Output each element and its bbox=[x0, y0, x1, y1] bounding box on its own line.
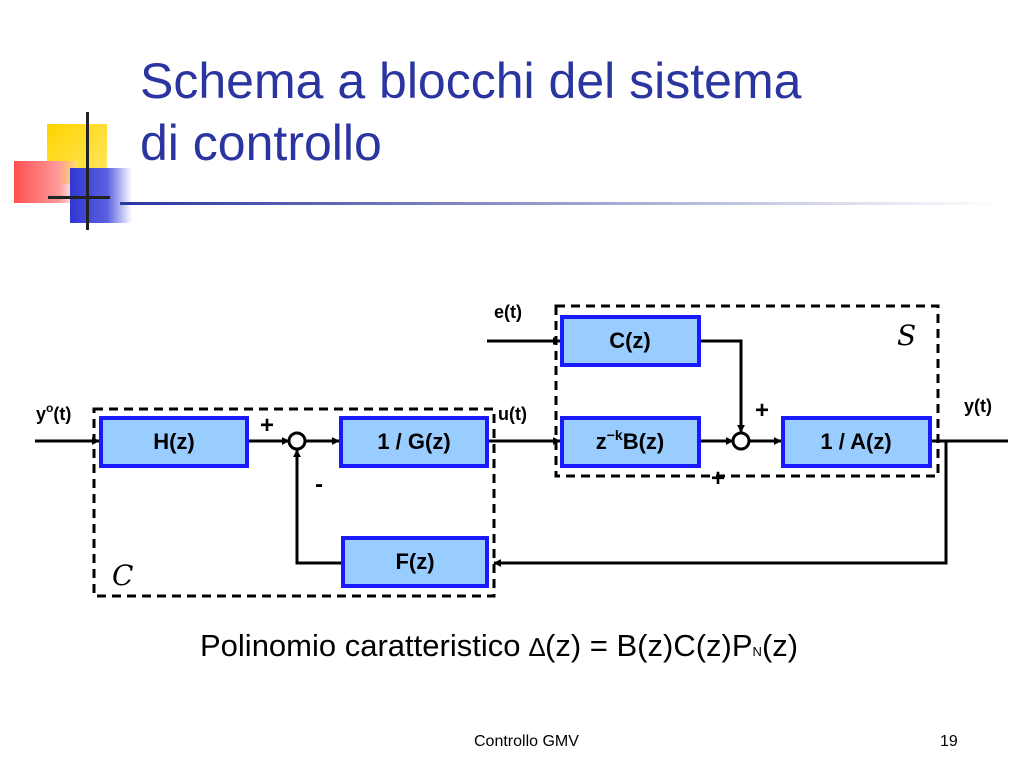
block-inv-a-label: 1 / A(z) bbox=[820, 429, 891, 454]
summing-junction-2 bbox=[731, 431, 751, 451]
footer-title: Controllo GMV bbox=[474, 733, 579, 750]
block-inv-g-label: 1 / G(z) bbox=[377, 429, 450, 454]
decor-blue-square bbox=[70, 168, 132, 223]
decor-horizontal-line bbox=[48, 196, 110, 199]
block-inv-a: 1 / A(z) bbox=[781, 416, 932, 468]
formula-lhs-arg: (z) = bbox=[545, 628, 617, 663]
block-diagram: H(z) 1 / G(z) C(z) z−kB(z) 1 / A(z) F(z)… bbox=[35, 302, 1008, 598]
signal-wires bbox=[35, 337, 1008, 567]
title-underline bbox=[120, 202, 1000, 205]
block-h: H(z) bbox=[99, 416, 249, 468]
formula-rhs-main: B(z)C(z)P bbox=[616, 628, 753, 663]
title-line-1: Schema a blocchi del sistema bbox=[140, 53, 802, 109]
sum1-plus-sign: + bbox=[260, 412, 274, 439]
block-f: F(z) bbox=[341, 536, 489, 588]
delta-symbol: ∆ bbox=[529, 632, 546, 662]
block-c-label: C(z) bbox=[609, 328, 651, 353]
formula-label: Polinomio caratteristico bbox=[200, 628, 521, 663]
system-group-label: S bbox=[897, 319, 916, 352]
formula-rhs-subscript: N bbox=[752, 644, 762, 659]
summing-junction-1 bbox=[287, 431, 307, 451]
title-line-2: di controllo bbox=[140, 115, 382, 171]
block-zkb: z−kB(z) bbox=[560, 416, 701, 468]
block-f-label: F(z) bbox=[395, 549, 434, 574]
block-zkb-label: z−kB(z) bbox=[596, 427, 665, 454]
signal-disturbance-label: e(t) bbox=[494, 302, 522, 322]
signal-reference-label: yo(t) bbox=[36, 401, 71, 424]
block-h-label: H(z) bbox=[153, 429, 195, 454]
system-group-box bbox=[554, 304, 940, 478]
sum2-top-plus-sign: + bbox=[755, 397, 769, 424]
wire-feedback-output bbox=[493, 441, 948, 567]
wire-c-to-sum2 bbox=[700, 339, 745, 433]
signal-control-label: u(t) bbox=[498, 404, 527, 424]
slide-title: Schema a blocchi del sistema di controll… bbox=[140, 50, 1000, 174]
wire-feedback-f-to-sum1 bbox=[293, 449, 343, 565]
controller-group-label: C bbox=[112, 559, 133, 592]
signal-output-label: y(t) bbox=[964, 396, 992, 416]
formula-rhs-end: (z) bbox=[761, 628, 799, 663]
sum1-minus-sign: - bbox=[315, 471, 323, 498]
characteristic-polynomial: Polinomio caratteristico ∆(z) = B(z)C(z)… bbox=[200, 628, 798, 664]
controller-group-box bbox=[92, 407, 496, 598]
block-c: C(z) bbox=[560, 315, 701, 367]
sum2-bottom-plus-sign: + bbox=[711, 465, 725, 492]
block-inv-g: 1 / G(z) bbox=[339, 416, 489, 468]
decor-vertical-line bbox=[86, 112, 89, 230]
page-number: 19 bbox=[940, 733, 958, 750]
